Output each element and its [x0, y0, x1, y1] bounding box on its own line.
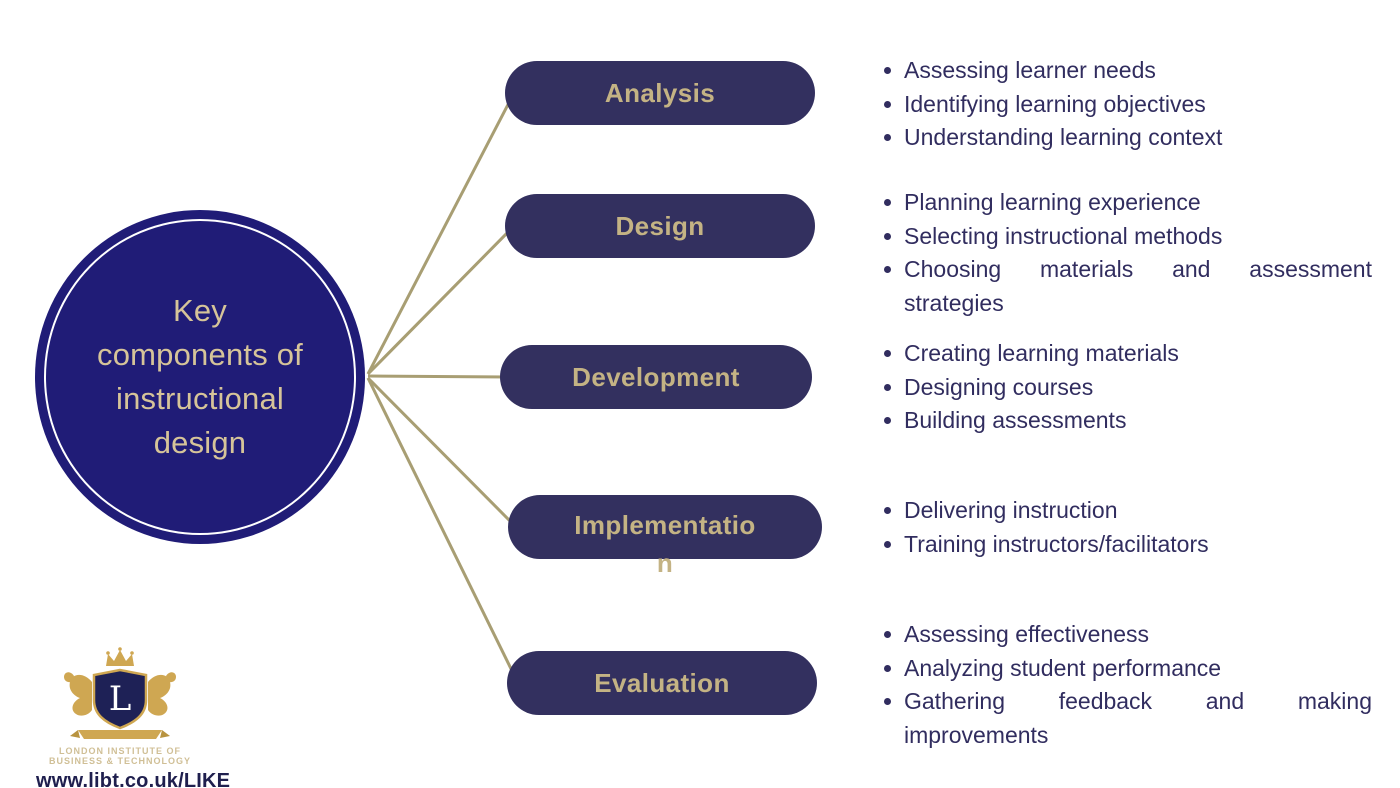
bullet-item: Training instructors/facilitators	[878, 528, 1372, 562]
bullet-item: Assessing learner needs	[878, 54, 1372, 88]
center-title-line: Key	[172, 293, 227, 328]
bullet-text: Training instructors/facilitators	[904, 530, 1209, 557]
bullet-dot	[884, 664, 891, 672]
bullet-dot	[884, 698, 891, 705]
stage-pill-implementation: Implementatio n	[508, 495, 822, 578]
bullet-dot	[884, 266, 891, 273]
stage-pill-label-evaluation: Evaluation	[594, 667, 730, 698]
bullet-list-analysis: Assessing learner needs Identifying lear…	[878, 54, 1372, 155]
bullet-text: Understanding learning context	[904, 124, 1223, 150]
libt-crest-icon: L	[64, 647, 176, 739]
bullet-dot	[884, 507, 891, 514]
bullet-item: Assessing effectiveness	[878, 618, 1372, 652]
bullet-item: Identifying learning objectives	[878, 88, 1372, 122]
bullet-dot	[884, 383, 891, 391]
stage-pill-label-implementation: Implementatio n	[508, 495, 822, 582]
logo-text-line2: BUSINESS & TECHNOLOGY	[48, 756, 191, 766]
center-topic-circle: Key components of instructional design	[35, 210, 365, 544]
bullet-item: Planning learning experience	[878, 186, 1372, 220]
bullet-list-implementation: Delivering instruction Training instruct…	[878, 494, 1372, 561]
bullet-item: Creating learning materials	[878, 337, 1372, 371]
bullet-text: Analyzing student performance	[904, 654, 1222, 681]
bullet-list-development: Creating learning materials Designing co…	[878, 337, 1372, 438]
bullet-item: Building assessments	[878, 404, 1372, 438]
bullet-dot	[884, 631, 891, 638]
stage-pill-analysis: Analysis	[505, 61, 815, 125]
stage-pill-label-analysis: Analysis	[604, 77, 716, 108]
stage-pill-evaluation: Evaluation	[507, 651, 817, 715]
bullet-text: Choosing materials and assessment strate…	[904, 256, 1372, 316]
bullet-text: Planning learning experience	[904, 189, 1201, 215]
bullet-item: Analyzing student performance	[878, 652, 1372, 686]
stage-pill-label-design: Design	[615, 210, 705, 241]
center-title-line: design	[153, 425, 247, 460]
bullet-text: Selecting instructional methods	[904, 222, 1223, 249]
bullet-text: Designing courses	[904, 373, 1094, 400]
bullet-text: Gathering feedback and making improvemen…	[904, 688, 1372, 748]
center-title-line: components of	[97, 337, 303, 372]
logo-monogram: L	[109, 679, 132, 719]
bullet-dot	[884, 540, 891, 548]
libt-logo: L LONDON INSTITUTE OF BUSINESS & TECHNOL…	[36, 646, 231, 788]
stage-pill-development: Development	[500, 345, 812, 409]
bullet-dot	[884, 100, 891, 108]
bullet-text: Assessing effectiveness	[904, 621, 1150, 647]
bullet-item: Designing courses	[878, 371, 1372, 405]
bullet-text: Identifying learning objectives	[904, 90, 1206, 117]
center-topic-title: Key components of instructional design	[97, 289, 303, 465]
circle-inner-ring	[44, 219, 356, 535]
bullet-dot	[884, 232, 891, 240]
bullet-text: Creating learning materials	[904, 340, 1179, 366]
bullet-item: Selecting instructional methods	[878, 220, 1372, 254]
bullet-item: Understanding learning context	[878, 121, 1372, 155]
bullet-list-evaluation: Assessing effectiveness Analyzing studen…	[878, 618, 1372, 752]
bullet-text: Assessing learner needs	[904, 57, 1156, 83]
implementation-label-line2: n	[656, 548, 674, 578]
bullet-dot	[884, 134, 891, 141]
logo-text-line1: LONDON INSTITUTE OF	[59, 746, 181, 756]
bullet-text: Building assessments	[904, 407, 1127, 433]
bullet-list-design: Planning learning experience Selecting i…	[878, 186, 1372, 320]
bullet-item: Choosing materials and assessment strate…	[878, 253, 1372, 320]
bullet-dot	[884, 350, 891, 357]
center-title-line: instructional	[115, 381, 284, 416]
stage-pill-label-development: Development	[572, 361, 740, 392]
bullet-text: Delivering instruction	[904, 497, 1118, 523]
implementation-label-line1: Implementatio	[574, 510, 756, 540]
bullet-dot	[884, 199, 891, 206]
bullet-dot	[884, 67, 891, 74]
bullet-dot	[884, 417, 891, 424]
stage-pill-design: Design	[505, 194, 815, 258]
bullet-item: Gathering feedback and making improvemen…	[878, 685, 1372, 752]
bullet-item: Delivering instruction	[878, 494, 1372, 528]
website-url: www.libt.co.uk/LIKE	[36, 770, 231, 788]
